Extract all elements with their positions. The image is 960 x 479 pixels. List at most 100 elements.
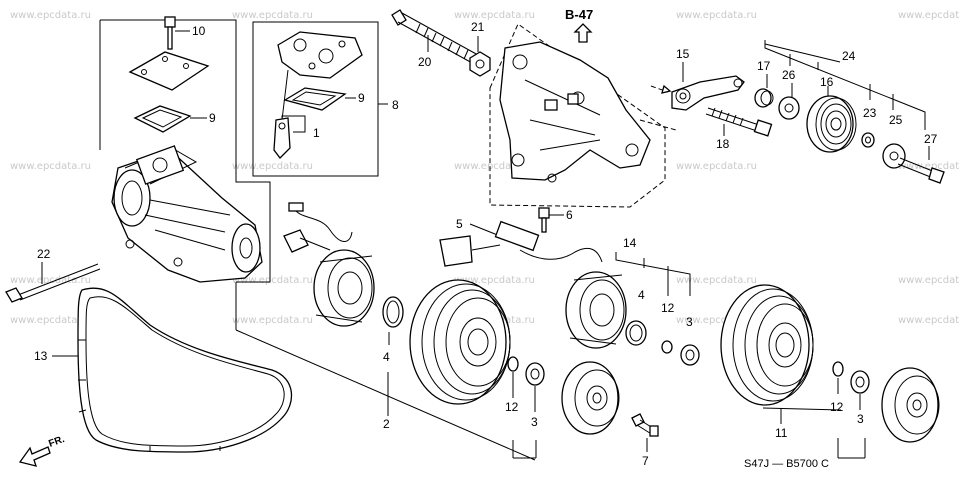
- callout-18: 18: [716, 137, 730, 151]
- callout-3: 3: [531, 415, 538, 429]
- bolt-part-18: 18: [705, 107, 773, 151]
- callout-16: 16: [820, 75, 834, 89]
- callout-9: 9: [209, 111, 216, 125]
- collar-part-23: 23: [861, 106, 877, 148]
- retainer-part-3: 3: [680, 315, 700, 366]
- callout-4: 4: [383, 350, 390, 364]
- shim-part-12: 12: [661, 301, 675, 354]
- watermark: www.epcdata.ru: [676, 275, 757, 286]
- shim-part-12: 12: [505, 356, 519, 414]
- watermark: www.epcdata.ru: [232, 315, 313, 326]
- watermark: www.epcdata.ru: [232, 10, 313, 21]
- watermark: www.epcdata.ru: [676, 10, 757, 21]
- arrow-dashes: [639, 84, 677, 131]
- bolt-part-20: 20: [391, 9, 479, 69]
- callout-22: 22: [37, 247, 51, 261]
- watermark: www.epcdata.ru: [676, 161, 757, 172]
- gasket-part-9: 9: [283, 87, 365, 111]
- callout-9: 9: [358, 91, 365, 105]
- watermark: www.epcdata.ru: [898, 10, 960, 21]
- callout-20: 20: [418, 55, 432, 69]
- retainer-part-3: 3: [850, 370, 870, 426]
- watermark: www.epcdata.ru: [10, 275, 91, 286]
- drive-belt-part-13: 13: [34, 287, 293, 453]
- callout-24: 24: [842, 49, 856, 63]
- direction-label: FR.: [47, 434, 66, 450]
- washer-part-25: 25: [882, 113, 906, 169]
- front-direction-arrow: FR.: [18, 434, 66, 467]
- watermark: www.epcdata.ru: [454, 10, 535, 21]
- callout-21: 21: [471, 20, 485, 34]
- tensioner-bracket-outline: 24: [764, 40, 926, 130]
- shim-part-12: 12: [830, 361, 844, 414]
- bolt-part-27: 27: [897, 132, 945, 184]
- callout-4: 4: [638, 288, 645, 302]
- reference-label: B-47: [565, 7, 593, 22]
- callout-12: 12: [661, 301, 675, 315]
- spacer-part-17: 17: [754, 59, 774, 108]
- watermarks: www.epcdata.ru www.epcdata.ru www.epcdat…: [10, 10, 960, 326]
- group-bracket-14: 14: [615, 236, 691, 296]
- bolt-part-22: 22: [5, 247, 101, 303]
- compressor-bracket: [499, 41, 651, 183]
- callout-13: 13: [34, 349, 48, 363]
- valve-group-box: 8: [252, 21, 399, 177]
- nut-part-21: 21: [469, 20, 491, 77]
- watermark: www.epcdata.ru: [232, 275, 313, 286]
- callout-5: 5: [456, 217, 463, 231]
- callout-12: 12: [505, 400, 519, 414]
- callout-12: 12: [830, 400, 844, 414]
- watermark: www.epcdata.ru: [676, 315, 757, 326]
- compressor-body: [111, 145, 263, 283]
- valve-plate: [277, 31, 363, 79]
- watermark: www.epcdata.ru: [898, 315, 960, 326]
- arm-part-15: 15: [671, 47, 745, 111]
- watermark: www.epcdata.ru: [454, 275, 535, 286]
- callout-3: 3: [686, 315, 693, 329]
- idler-pulley-part-16: 16: [806, 75, 857, 153]
- watermark: www.epcdata.ru: [10, 161, 91, 172]
- armature-plate: [561, 361, 620, 435]
- watermark: www.epcdata.ru: [898, 275, 960, 286]
- cover-plate: [128, 51, 210, 91]
- field-coil: [565, 271, 627, 349]
- callout-10: 10: [192, 24, 206, 38]
- callout-7: 7: [642, 454, 649, 468]
- callout-23: 23: [863, 106, 877, 120]
- bolt-part-6: 6: [538, 207, 573, 233]
- bolt-part-7: 7: [631, 413, 659, 468]
- washer-part-26: 26: [778, 68, 800, 120]
- callout-8: 8: [392, 98, 399, 112]
- callout-1: 1: [313, 126, 320, 140]
- watermark: www.epcdata.ru: [10, 10, 91, 21]
- watermark: www.epcdata.ru: [898, 161, 960, 172]
- watermark: www.epcdata.ru: [454, 161, 535, 172]
- group-bracket-11: [837, 438, 866, 459]
- sensor-part-1: 1: [273, 69, 320, 159]
- gasket-part-9: 9: [133, 105, 216, 133]
- retainer-part-3: 3: [525, 362, 545, 429]
- callout-11: 11: [775, 426, 788, 440]
- reference-b47: B-47: [565, 7, 593, 43]
- callout-27: 27: [924, 132, 938, 146]
- diagram-code: S47J — B5700 C: [744, 458, 829, 470]
- callout-15: 15: [676, 47, 690, 61]
- watermark: www.epcdata.ru: [10, 315, 91, 326]
- group-bracket-2: [512, 440, 537, 459]
- callout-17: 17: [757, 59, 771, 73]
- connector-part-5: 5: [439, 217, 603, 267]
- callout-3: 3: [857, 412, 864, 426]
- pulley-part-11: 11: [720, 284, 842, 440]
- callout-14: 14: [623, 236, 637, 250]
- armature-plate: [881, 367, 940, 443]
- pulley-part-2: 2: [383, 279, 511, 431]
- callout-25: 25: [889, 113, 903, 127]
- callout-6: 6: [566, 208, 573, 222]
- thermal-switch-wire: [283, 202, 353, 253]
- snap-ring-part-4: 4: [382, 296, 404, 364]
- field-coil-part-2: [313, 249, 375, 327]
- callout-2: 2: [383, 417, 390, 431]
- bolt-part-10: 10: [164, 16, 206, 50]
